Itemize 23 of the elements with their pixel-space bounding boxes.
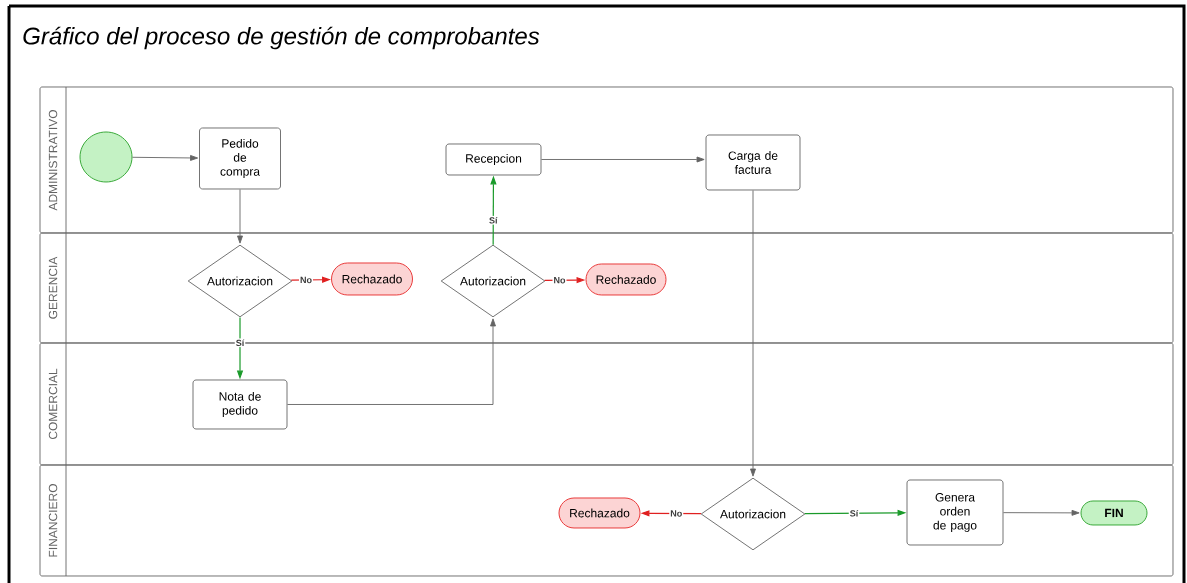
rejected-terminal: Rechazado [558, 497, 641, 529]
arrow [1003, 509, 1080, 516]
edge-label: Sí [234, 338, 246, 348]
arrow [541, 156, 705, 163]
edge-label: Sí [848, 508, 860, 518]
rejected-terminal: Rechazado [331, 262, 413, 296]
start-circle [79, 131, 133, 183]
process-box: Genera orden de pago [906, 479, 1004, 546]
end-terminal: FIN [1080, 500, 1148, 526]
process-box: Carga de factura [705, 134, 801, 191]
rejected-terminal: Rechazado [585, 263, 667, 296]
process-box: Nota de pedido [192, 379, 288, 430]
arrow [750, 190, 756, 477]
process-box: Recepcion [445, 143, 542, 176]
edge-label: No [552, 276, 567, 285]
edge-label: No [299, 275, 313, 285]
edge-label: No [669, 509, 684, 518]
arrow [237, 189, 243, 244]
process-box: Pedido de compra [199, 127, 281, 190]
arrow [287, 318, 496, 405]
title: Gráfico del proceso de gestión de comprobantes [23, 26, 540, 50]
arrow [132, 155, 199, 161]
edge-label: Sí [488, 215, 499, 225]
